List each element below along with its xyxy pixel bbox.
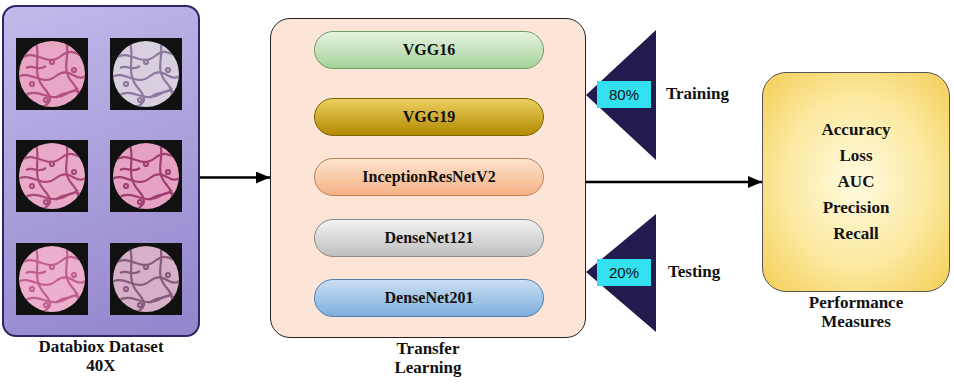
micrograph-images bbox=[4, 7, 202, 339]
split-percent-box: 80% bbox=[597, 81, 651, 108]
node-label: InceptionResNetV2 bbox=[362, 167, 495, 186]
panel-heading: Performance Measures bbox=[804, 293, 909, 331]
node-content: DenseNet121 bbox=[315, 220, 543, 256]
node-label: 20% bbox=[609, 264, 639, 282]
split-label: Testing bbox=[668, 262, 720, 282]
node-content: 80% bbox=[597, 81, 651, 108]
split-percent-box: 20% bbox=[597, 259, 651, 286]
transfer-learning-panel: VGG16VGG19InceptionResNetV2DenseNet121De… bbox=[270, 18, 586, 338]
heading-holder: Transfer Learning bbox=[386, 337, 471, 377]
node-label: 80% bbox=[609, 86, 639, 104]
metric-list: Accuracy Loss AUC Precision Recall bbox=[781, 117, 931, 247]
panel-heading: Transfer Learning bbox=[386, 339, 471, 377]
node-content: VGG19 bbox=[315, 99, 543, 135]
model-pill: VGG19 bbox=[314, 98, 544, 136]
node-content: VGG16 bbox=[315, 32, 543, 68]
heading-holder: Databiox Dataset 40X bbox=[34, 335, 169, 375]
model-pill: VGG16 bbox=[314, 31, 544, 69]
label-holder: Training bbox=[666, 84, 729, 104]
label-holder: Testing bbox=[668, 262, 720, 282]
testing-triangle bbox=[586, 214, 656, 332]
node-content: Accuracy Loss AUC Precision Recall bbox=[763, 73, 949, 291]
node-label: DenseNet201 bbox=[385, 288, 474, 307]
node-content bbox=[4, 7, 198, 335]
split-label: Training bbox=[666, 84, 729, 104]
training-triangle bbox=[586, 30, 656, 160]
flow-arrow bbox=[200, 176, 270, 179]
node-content: 20% bbox=[597, 259, 651, 286]
node-label: VGG19 bbox=[403, 107, 455, 126]
model-pill: DenseNet201 bbox=[314, 279, 544, 317]
performance-panel: Accuracy Loss AUC Precision RecallPerfor… bbox=[762, 72, 950, 292]
node-content: InceptionResNetV2 bbox=[315, 159, 543, 195]
panel-heading: Databiox Dataset 40X bbox=[34, 337, 169, 375]
dataset-panel: Databiox Dataset 40X bbox=[2, 5, 200, 337]
heading-holder: Performance Measures bbox=[804, 291, 909, 331]
node-label: DenseNet121 bbox=[385, 228, 474, 247]
flow-arrow bbox=[586, 181, 762, 184]
node-label: VGG16 bbox=[403, 40, 455, 59]
model-pill: DenseNet121 bbox=[314, 219, 544, 257]
node-content: DenseNet201 bbox=[315, 280, 543, 316]
model-pill: InceptionResNetV2 bbox=[314, 158, 544, 196]
